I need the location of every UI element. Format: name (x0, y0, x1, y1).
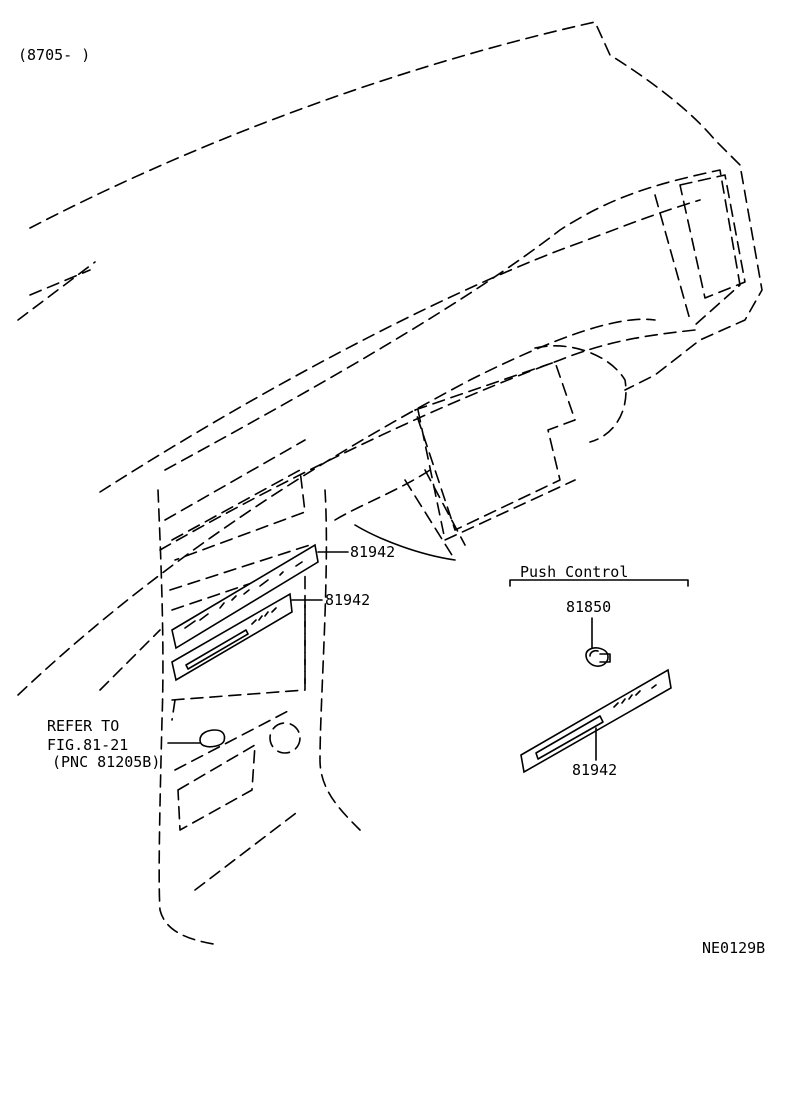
leader-cluster (354, 524, 456, 561)
refer-knob (199, 729, 226, 748)
drawing-number: NE0129B (702, 939, 765, 957)
push-knob-icon (585, 647, 611, 667)
push-control-title: Push Control (520, 563, 628, 581)
push-control-panel-icon (520, 668, 672, 774)
push-control-bracket (509, 579, 689, 587)
upper-control-panel (171, 543, 319, 650)
push-control-group: Push Control 81850 81942 (509, 563, 689, 779)
refer-line-1: REFER TO (47, 717, 119, 735)
knob-part-number: 81850 (566, 598, 611, 616)
refer-line-3: (PNC 81205B) (52, 753, 160, 771)
refer-line-2: FIG.81-21 (47, 736, 128, 754)
lower-control-panel (171, 592, 293, 682)
upper-panel-part-number: 81942 (350, 543, 395, 561)
push-control-panel-part-number: 81942 (572, 761, 617, 779)
instrument-panel-outline (17, 21, 763, 946)
lower-panel-part-number: 81942 (325, 591, 370, 609)
date-range-label: (8705- ) (18, 46, 90, 64)
